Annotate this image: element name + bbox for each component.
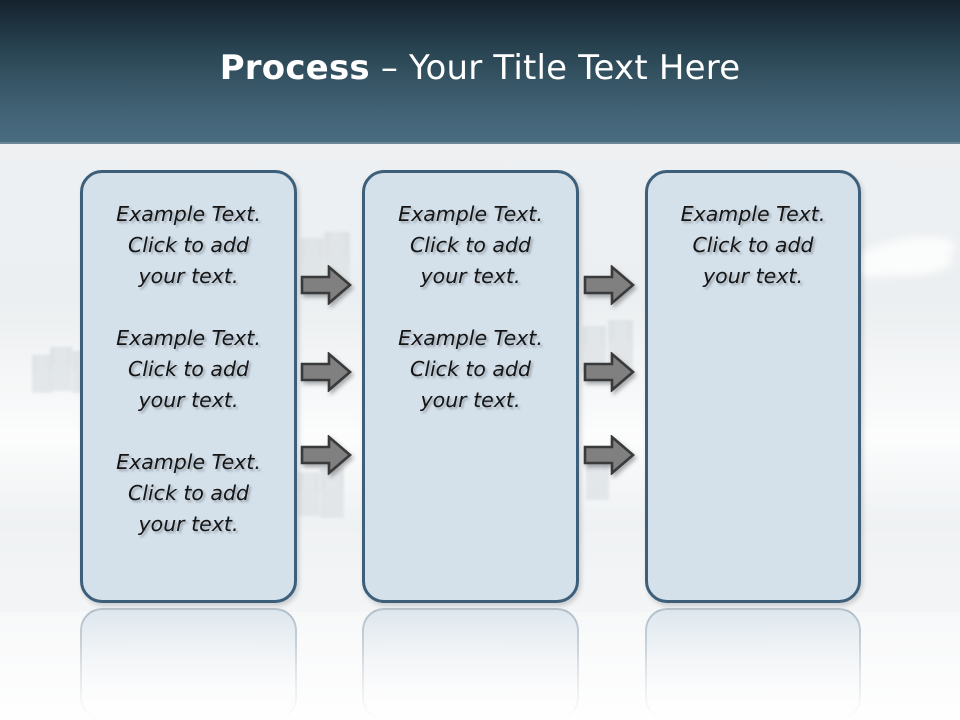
reflection-box-2	[362, 608, 579, 720]
slide-header: Process – Your Title Text Here	[0, 0, 960, 144]
header-bottom-edge	[0, 142, 960, 144]
right-arrow-icon	[583, 352, 635, 392]
arrow-2-2[interactable]	[583, 352, 635, 392]
process-box-3-text-1[interactable]: Example Text. Click to add your text.	[680, 202, 826, 288]
arrow-2-1[interactable]	[583, 265, 635, 305]
process-box-2-text-2[interactable]: Example Text. Click to add your text.	[398, 326, 543, 412]
arrow-1-3[interactable]	[300, 435, 352, 475]
process-box-3[interactable]: Example Text. Click to add your text.	[645, 170, 861, 603]
process-box-1-text-1[interactable]: Example Text. Click to add your text.	[116, 202, 261, 288]
process-box-1[interactable]: Example Text. Click to add your text. Ex…	[80, 170, 297, 603]
right-arrow-icon	[300, 435, 352, 475]
reflection-box-1	[80, 608, 297, 720]
right-arrow-icon	[300, 352, 352, 392]
reflection-box-3	[645, 608, 861, 720]
right-arrow-icon	[583, 435, 635, 475]
process-box-1-text-2[interactable]: Example Text. Click to add your text.	[116, 326, 261, 412]
process-box-2[interactable]: Example Text. Click to add your text. Ex…	[362, 170, 579, 603]
process-box-1-text-3[interactable]: Example Text. Click to add your text.	[116, 450, 261, 536]
process-box-2-text-1[interactable]: Example Text. Click to add your text.	[398, 202, 543, 288]
page-title-bold: Process	[219, 48, 370, 88]
page-title[interactable]: Process – Your Title Text Here	[0, 48, 960, 88]
right-arrow-icon	[300, 265, 352, 305]
right-arrow-icon	[583, 265, 635, 305]
arrow-1-2[interactable]	[300, 352, 352, 392]
arrow-1-1[interactable]	[300, 265, 352, 305]
page-title-rest: – Your Title Text Here	[369, 48, 741, 88]
arrow-2-3[interactable]	[583, 435, 635, 475]
